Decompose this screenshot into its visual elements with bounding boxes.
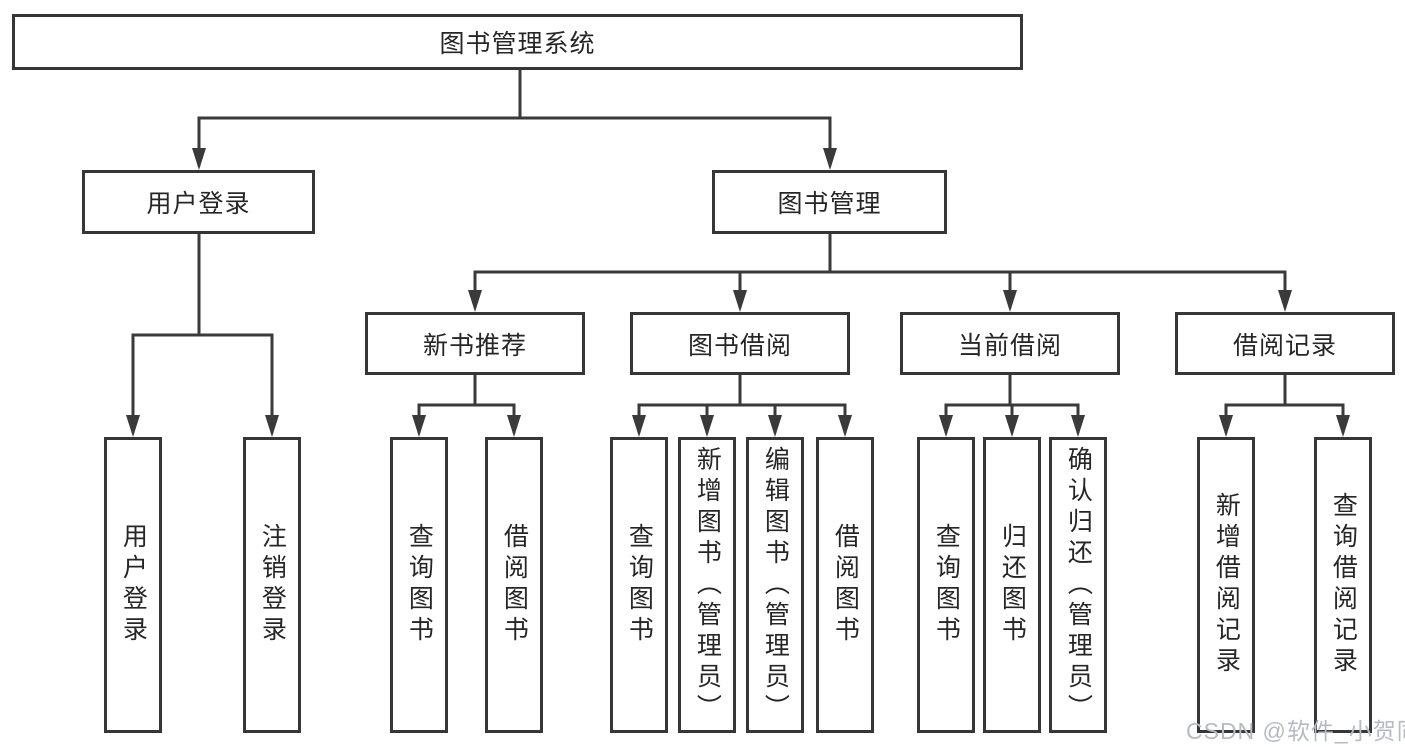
node-book-borrowing: 图书借阅 [630,312,850,375]
leaf-add-borrow-record-label: 新增借阅记录 [1212,492,1241,678]
leaf-borrow-books-1: 借阅图书 [485,437,543,733]
leaf-query-borrow-record: 查询借阅记录 [1314,437,1372,733]
leaf-add-book-admin: 新增图书（管理员） [678,437,736,733]
leaf-return-book: 归还图书 [983,437,1041,733]
leaf-add-book-admin-label: 新增图书（管理员） [693,445,722,725]
node-user-login-label: 用户登录 [146,190,251,218]
leaf-query-books-2-label: 查询图书 [625,523,654,647]
leaf-logout-label: 注销登录 [258,523,287,647]
leaf-borrow-books-2: 借阅图书 [816,437,874,733]
node-new-book-recommend-label: 新书推荐 [422,331,527,360]
node-user-login: 用户登录 [82,170,315,234]
node-book-management: 图书管理 [712,170,947,234]
leaf-confirm-return-admin: 确认归还（管理员） [1049,437,1107,733]
leaf-user-login: 用户登录 [104,437,162,733]
leaf-query-books-1: 查询图书 [390,437,448,733]
leaf-confirm-return-admin-label: 确认归还（管理员） [1064,445,1093,725]
leaf-borrow-books-1-label: 借阅图书 [500,523,529,647]
node-library-system: 图书管理系统 [12,14,1023,70]
leaf-edit-book-admin-label: 编辑图书（管理员） [761,445,790,725]
node-library-system-label: 图书管理系统 [439,30,596,58]
leaf-return-book-label: 归还图书 [998,523,1027,647]
leaf-add-borrow-record: 新增借阅记录 [1197,437,1255,733]
leaf-edit-book-admin: 编辑图书（管理员） [746,437,804,733]
leaf-query-books-3-label: 查询图书 [932,523,961,647]
node-current-borrowing: 当前借阅 [900,312,1120,375]
leaf-logout: 注销登录 [243,437,301,733]
node-borrowing-records-label: 借阅记录 [1232,331,1337,360]
node-new-book-recommend: 新书推荐 [365,312,585,375]
node-book-borrowing-label: 图书借阅 [687,331,792,360]
leaf-borrow-books-2-label: 借阅图书 [831,523,860,647]
leaf-query-books-3: 查询图书 [917,437,975,733]
leaf-user-login-label: 用户登录 [119,523,148,647]
node-current-borrowing-label: 当前借阅 [957,331,1062,360]
leaf-query-books-2: 查询图书 [610,437,668,733]
watermark: CSDN @软件_小贺同学 [1186,718,1405,744]
node-book-management-label: 图书管理 [777,190,882,218]
node-borrowing-records: 借阅记录 [1175,312,1395,375]
leaf-query-books-1-label: 查询图书 [405,523,434,647]
leaf-query-borrow-record-label: 查询借阅记录 [1329,492,1358,678]
